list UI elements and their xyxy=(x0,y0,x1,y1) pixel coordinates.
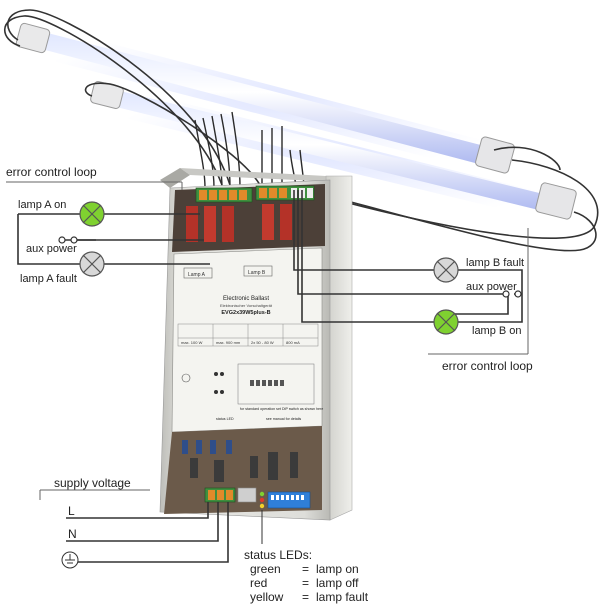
spec-current: 2x 50 - 80 W xyxy=(251,340,274,345)
fluorescent-tube-a xyxy=(15,22,520,178)
lamp-a-tag: Lamp A xyxy=(188,272,206,278)
legend-color-green: green xyxy=(250,562,281,576)
dip-switch[interactable] xyxy=(267,491,311,509)
lamp-a-fault-indicator xyxy=(79,251,105,277)
terminal-block-right xyxy=(255,185,315,201)
line-n-label: N xyxy=(68,527,77,541)
line-l-label: L xyxy=(68,504,75,518)
aux-power-switch-left[interactable] xyxy=(58,236,78,244)
lamp-b-fault-indicator xyxy=(433,257,459,283)
lamp-a-on-indicator xyxy=(79,201,105,227)
lamp-b-fault-label: lamp B fault xyxy=(466,257,525,269)
legend-row-red: red = lamp off xyxy=(244,576,368,590)
supply-wires xyxy=(66,502,229,563)
legend-meaning-green: lamp on xyxy=(316,562,359,576)
status-leds-title: status LEDs: xyxy=(244,548,313,562)
device-title: Electronic Ballast xyxy=(223,296,269,302)
left-loop-wires xyxy=(17,213,210,265)
status-led-cluster xyxy=(259,491,265,509)
lamp-b-tag: Lamp B xyxy=(248,270,266,276)
device-subtitle: Elektronischer Vorschaltgerät xyxy=(220,303,273,308)
spec-lamp: 800 mA xyxy=(286,340,300,345)
supply-border xyxy=(39,489,150,500)
ballast-label-plate: Lamp A Lamp B Electronic Ballast Elektro… xyxy=(171,247,323,433)
right-error-loop-border xyxy=(428,228,529,355)
legend-row-green: green = lamp on xyxy=(244,562,368,576)
aux-power-label-left: aux power xyxy=(26,243,77,255)
terminal-block-left xyxy=(195,187,253,203)
lamp-b-on-label: lamp B on xyxy=(472,325,522,337)
lamp-a-fault-label: lamp A fault xyxy=(20,273,77,285)
legend-eq: = xyxy=(302,576,310,590)
error-control-loop-label-right: error control loop xyxy=(442,359,533,373)
lamp-a-on-label: lamp A on xyxy=(18,199,67,211)
legend-meaning-red: lamp off xyxy=(316,576,359,590)
standard-note: for standard operation set DIP switch as… xyxy=(240,407,323,411)
spec-power: max. 100 W xyxy=(181,340,203,345)
manual-note: see manual for details xyxy=(266,417,301,421)
status-leds-legend: status LEDs: green = lamp on red = lamp … xyxy=(244,548,368,604)
legend-eq: = xyxy=(302,590,310,604)
aux-power-switch-right[interactable] xyxy=(502,290,522,298)
legend-color-yellow: yellow xyxy=(250,590,284,604)
supply-voltage-label: supply voltage xyxy=(54,476,131,490)
left-error-loop-border xyxy=(6,181,183,190)
legend-row-yellow: yellow = lamp fault xyxy=(244,590,368,604)
tube-loop-wires xyxy=(4,9,599,252)
error-control-loop-label-left: error control loop xyxy=(6,165,97,179)
device-model: EVG2x39W5plus-B xyxy=(221,310,270,316)
supply-terminal xyxy=(204,487,257,503)
fluorescent-tube-b xyxy=(90,81,580,226)
legend-color-red: red xyxy=(250,576,268,590)
ground-icon xyxy=(61,551,79,569)
spec-tube: max. 900 mm xyxy=(216,340,241,345)
lamp-b-on-indicator xyxy=(433,309,459,335)
ballast-housing: Lamp A Lamp B Electronic Ballast Elektro… xyxy=(159,168,353,521)
legend-meaning-yellow: lamp fault xyxy=(316,590,369,604)
status-led-caption: status LED xyxy=(216,417,234,421)
aux-power-label-right: aux power xyxy=(466,281,517,293)
legend-eq: = xyxy=(302,562,310,576)
